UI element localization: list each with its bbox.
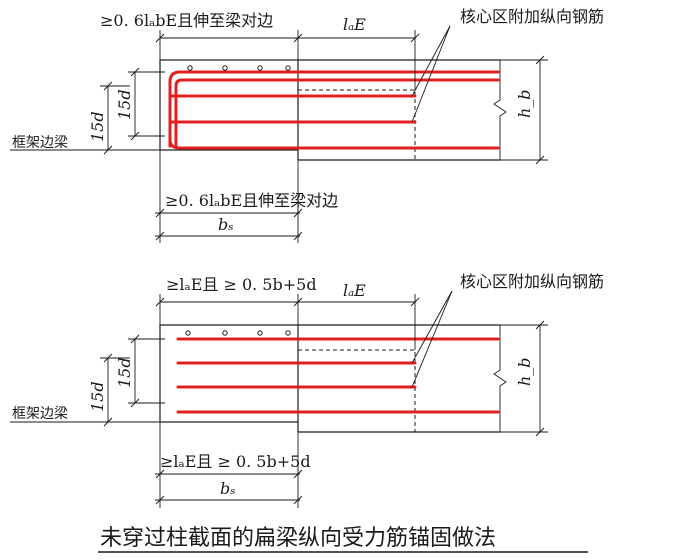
- figure-caption: 未穿过柱截面的扁梁纵向受力筋锚固做法: [100, 526, 496, 551]
- top-dim-left-label: ≥0. 6lₐbE且伸至梁对边: [100, 11, 273, 30]
- bottom-callout-label: 核心区附加纵向钢筋: [460, 272, 604, 291]
- bottom-diagram: ≥lₐE且 ≥ 0. 5b+5d lₐE 核心区附加纵向钢筋 15d 15d 框…: [10, 272, 604, 508]
- top-callout-label: 核心区附加纵向钢筋: [460, 7, 604, 26]
- top-break-line: [493, 60, 507, 160]
- top-diagram: ≥0. 6lₐbE且伸至梁对边 lₐE 核心区附加纵向钢筋 15d 15d 框架…: [10, 7, 604, 243]
- top-main-bar-2: [168, 138, 500, 150]
- bottom-15d-inner: 15d: [115, 357, 134, 388]
- top-dim-bottom-label: ≥0. 6lₐbE且伸至梁对边: [165, 191, 338, 210]
- top-bs-label: bₛ: [218, 215, 234, 234]
- bottom-dim-bottom-label: ≥lₐE且 ≥ 0. 5b+5d: [160, 452, 311, 471]
- bottom-edge-beam-label: 框架边梁: [12, 406, 68, 422]
- bottom-break-line: [493, 325, 507, 432]
- top-15d-inner: 15d: [115, 89, 134, 120]
- bottom-edge-beam-outline: [159, 324, 299, 423]
- top-15d-outer: 15d: [88, 111, 107, 142]
- bottom-15d-outer: 15d: [88, 381, 107, 412]
- bottom-core-dashed: [298, 349, 416, 432]
- bottom-bs-label: bₛ: [220, 479, 236, 498]
- top-main-bar-1: [168, 70, 500, 148]
- top-core-dashed: [298, 89, 416, 160]
- bottom-dim-right-label: lₐE: [343, 281, 366, 300]
- top-dim-right-label: lₐE: [343, 15, 366, 34]
- top-hb-label: h_b: [515, 89, 534, 118]
- bottom-dim-left-label: ≥lₐE且 ≥ 0. 5b+5d: [166, 275, 317, 294]
- bottom-hb-label: h_b: [515, 357, 534, 386]
- top-edge-beam-label: 框架边梁: [12, 135, 68, 151]
- top-edge-beam-outline: [159, 59, 299, 151]
